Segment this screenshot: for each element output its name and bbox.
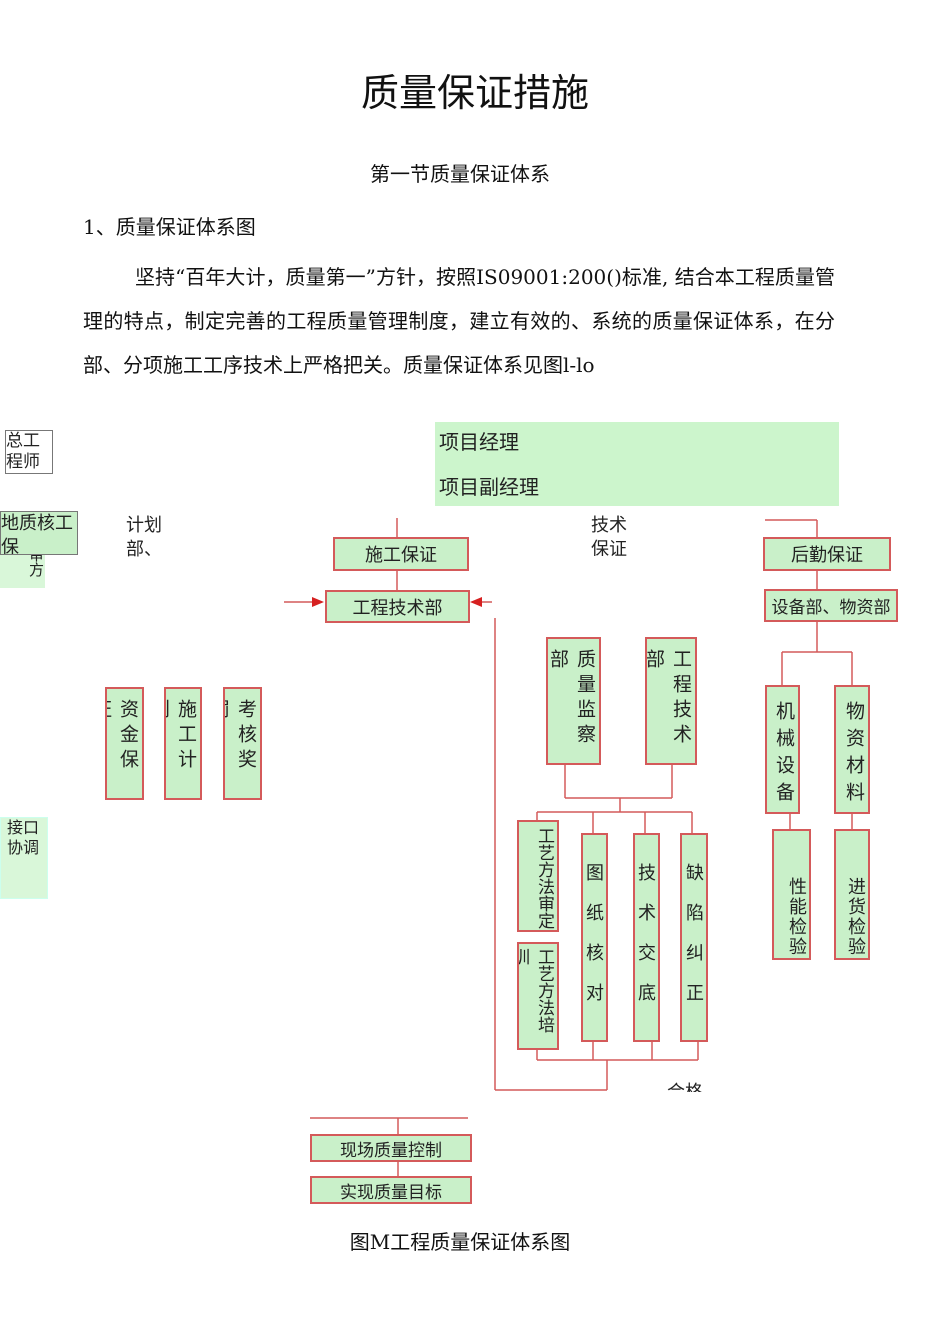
subheading: 1、质量保证体系图 (83, 215, 256, 239)
process-training-box: 工艺方法培训 (517, 942, 559, 1050)
assessment-box: 考核奖罚 (223, 687, 262, 800)
project-manager-bar: 项目经理 (435, 422, 839, 464)
page-title: 质量保证措施 (360, 71, 589, 115)
body-paragraph: 坚持“百年大计，质量第一”方针，按照IS09001:200()标准, 结合本工程… (83, 265, 835, 377)
interface-coordination-label: 接口协调 (0, 817, 48, 899)
funds-guarantee-box: 资金保证 (105, 687, 144, 800)
process-review-box: 工艺方法审定 (517, 820, 559, 932)
defect-correction-box: 缺陷纠正 (680, 833, 708, 1042)
incoming-inspection-box: 进货检验 (834, 829, 870, 960)
eng-tech-dept-sub-box: 工程技术部 (645, 637, 697, 765)
construction-guarantee-box: 施工保证 (333, 537, 469, 571)
site-quality-control-box: 现场质量控制 (310, 1134, 472, 1162)
figure-caption: 图M工程质量保证体系图 (349, 1230, 571, 1254)
materials-box: 物资材料 (834, 685, 870, 814)
planning-dept-label: 计划部、 (126, 515, 162, 560)
engineering-tech-dept-box: 工程技术部 (325, 590, 470, 623)
chief-engineer-label: 总工程师 (5, 430, 53, 474)
tech-guarantee-label: 技术保证 (591, 515, 627, 556)
tech-disclosure-box: 技术交底 (633, 833, 660, 1042)
deputy-project-manager-bar: 项目副经理 (435, 464, 839, 506)
quality-supervision-dept-box: 质量监察部 (546, 637, 601, 765)
drawing-check-box: 图纸核对 (581, 833, 608, 1042)
section-title: 第一节质量保证体系 (370, 162, 550, 186)
achieve-quality-goal-box: 实现质量目标 (310, 1176, 472, 1204)
performance-test-box: 性能检验 (772, 829, 811, 960)
logistics-guarantee-box: 后勤保证 (763, 537, 891, 571)
qualified-label: 合格 (667, 1080, 717, 1092)
machinery-equipment-box: 机械设备 (765, 685, 800, 814)
equipment-materials-dept-box: 设备部、物资部 (764, 589, 898, 622)
overlapping-label: 地质核工保 (0, 511, 78, 555)
construction-plan-box: 施工计划 (164, 687, 202, 800)
